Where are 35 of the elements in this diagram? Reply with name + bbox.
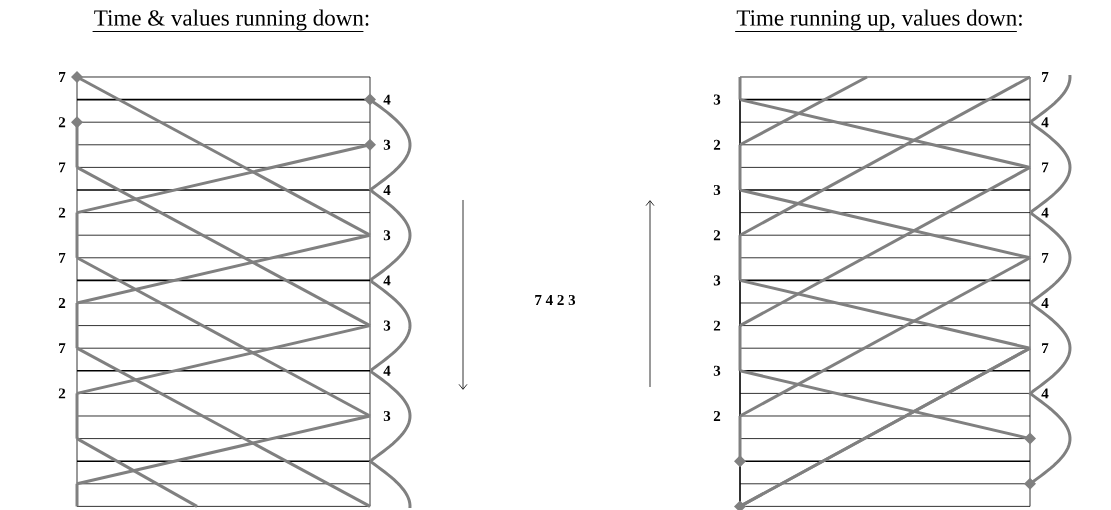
- digit-label: 4: [1041, 388, 1049, 399]
- digit-label: 4: [383, 275, 391, 286]
- digit-label: 2: [713, 320, 721, 331]
- digit-label: 4: [383, 185, 391, 195]
- digit-label: 7: [59, 343, 66, 354]
- digit-label: 2: [713, 230, 721, 241]
- digit-label: 7: [59, 252, 66, 263]
- digit-label: 3: [713, 275, 721, 286]
- digit-label: 3: [383, 410, 391, 422]
- digit-label: 3: [383, 320, 391, 331]
- digit-label: 7: [1042, 343, 1049, 354]
- digit-label: 7: [1042, 252, 1049, 263]
- digit-label: 2: [58, 298, 66, 308]
- digit-label: 2: [713, 411, 721, 421]
- digit-label: 7: [59, 162, 66, 173]
- digit-label: 4: [1041, 298, 1049, 308]
- digit-label: 2: [58, 117, 66, 128]
- digit-label: 2: [58, 388, 66, 399]
- digit-label: 2: [58, 207, 66, 218]
- heading: Time & values running down:: [94, 9, 369, 31]
- heading: Time running up, values down:: [736, 9, 1022, 31]
- digit-label: 4: [383, 94, 391, 105]
- digit-label: 3: [713, 365, 721, 376]
- digit-label: 3: [383, 230, 391, 241]
- digit-label: 2: [713, 139, 721, 150]
- digit-label: 4: [1041, 117, 1049, 128]
- digit-sequence: 7 4 2 3: [535, 294, 576, 306]
- digit-label: 7: [1042, 72, 1049, 82]
- digit-label: 4: [383, 365, 391, 376]
- digit-label: 3: [713, 184, 721, 196]
- digit-label: 4: [1041, 207, 1049, 218]
- digit-label: 3: [713, 94, 721, 105]
- digit-label: 7: [1042, 162, 1049, 173]
- digit-label: 3: [383, 139, 391, 150]
- digit-label: 7: [59, 72, 66, 82]
